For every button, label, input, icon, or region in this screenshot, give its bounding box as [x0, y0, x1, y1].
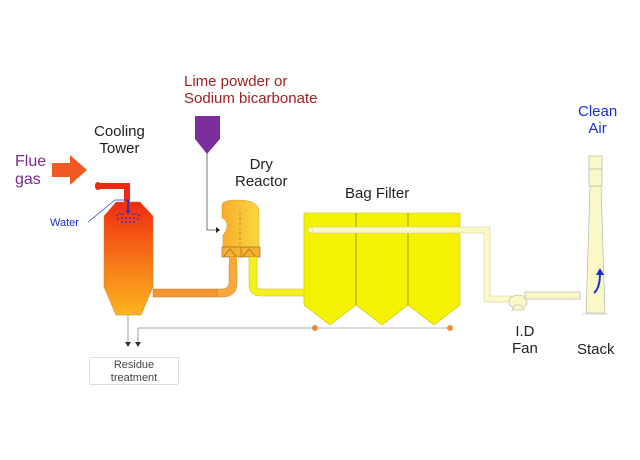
label-flue-line1: Flue: [15, 153, 47, 170]
duct-tower-reactor: [152, 288, 218, 298]
label-clean-line2: Air: [588, 120, 607, 138]
flue-gas-arrow: [52, 155, 87, 185]
label-stack: Stack: [577, 341, 615, 358]
label-lime-line2: Sodium bicarbonate: [184, 90, 318, 108]
water-nozzle-icon: [126, 210, 130, 215]
residue-treatment-box: Residue treatment: [89, 357, 179, 385]
label-clean-air: Clean Air: [578, 103, 617, 138]
label-bag-filter: Bag Filter: [345, 185, 410, 202]
airflow-arrow-icon: [593, 272, 601, 294]
label-id-fan: I.D Fan: [512, 323, 538, 358]
label-flue-gas: Flue gas: [15, 153, 46, 190]
label-cooling-line2: Tower: [99, 140, 140, 158]
label-lime-line1: Lime powder or: [184, 73, 288, 90]
water-line: [87, 199, 116, 223]
label-residue-line2: treatment: [110, 372, 158, 384]
label-reactor-line2: Reactor: [235, 173, 288, 191]
label-water: Water: [50, 217, 79, 229]
label-lime: Lime powder or Sodium bicarbonate: [184, 73, 317, 108]
id-fan: [508, 291, 581, 311]
cooling-tower: [103, 201, 154, 316]
label-fan-line2: Fan: [512, 340, 538, 358]
lime-hopper: [195, 116, 220, 154]
label-fan-line1: I.D: [515, 323, 535, 340]
label-clean-line1: Clean: [578, 103, 618, 120]
water-spray-dots: [116, 213, 140, 223]
label-dry-reactor: Dry Reactor: [235, 156, 288, 191]
label-flue-line2: gas: [15, 171, 41, 189]
stack: [582, 155, 608, 315]
label-reactor-line1: Dry: [249, 156, 273, 173]
label-residue-line1: Residue: [113, 359, 155, 371]
label-cooling-tower: Cooling Tower: [94, 123, 145, 158]
label-cooling-line1: Cooling: [94, 123, 145, 140]
dry-reactor: [221, 199, 260, 248]
